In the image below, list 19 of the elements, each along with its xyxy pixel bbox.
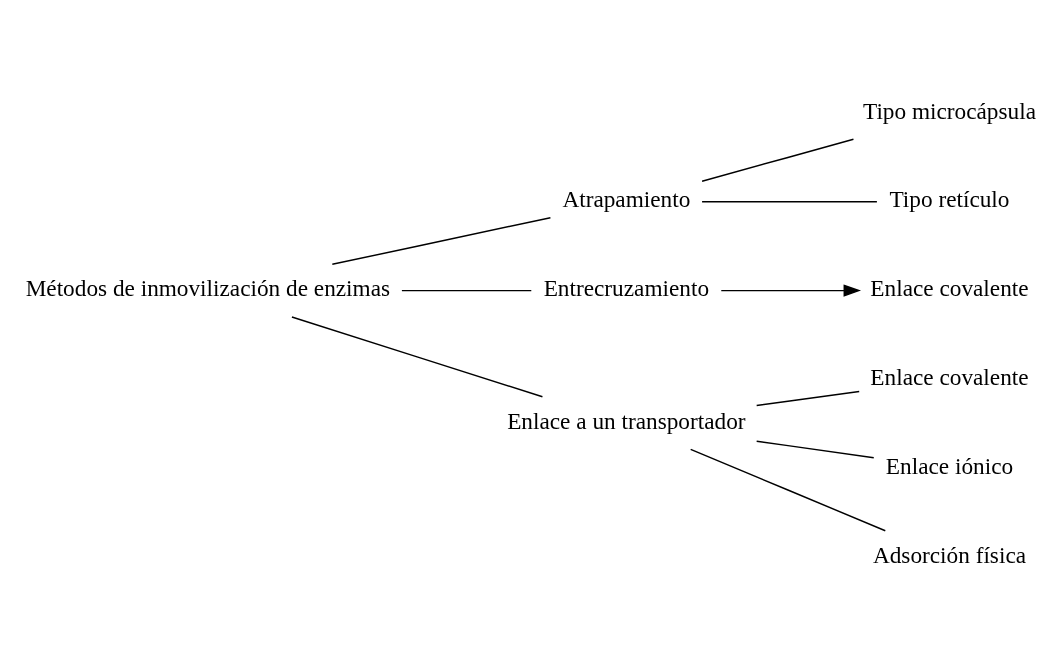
node-text: Enlace covalente — [870, 274, 1029, 301]
connector — [401, 289, 532, 291]
node-text: Adsorción física — [872, 541, 1027, 568]
connector — [701, 138, 855, 182]
connector — [331, 216, 552, 265]
connector — [701, 200, 878, 203]
node-text: Atrapamiento — [562, 185, 691, 212]
node-text: Enlace covalente — [870, 363, 1029, 390]
node-text: Métodos de inmovilización de enzimas — [25, 274, 391, 301]
node-text: Enlace iónico — [885, 452, 1014, 479]
connector — [755, 439, 875, 458]
connector — [291, 315, 544, 398]
node-text: Tipo retículo — [889, 185, 1010, 212]
connector — [755, 390, 860, 406]
arrow — [720, 284, 862, 297]
node-text: Entrecruzamiento — [543, 274, 710, 301]
connector — [689, 448, 886, 531]
node-text: Enlace a un transportador — [507, 407, 746, 434]
node-text: Tipo microcápsula — [862, 97, 1036, 124]
